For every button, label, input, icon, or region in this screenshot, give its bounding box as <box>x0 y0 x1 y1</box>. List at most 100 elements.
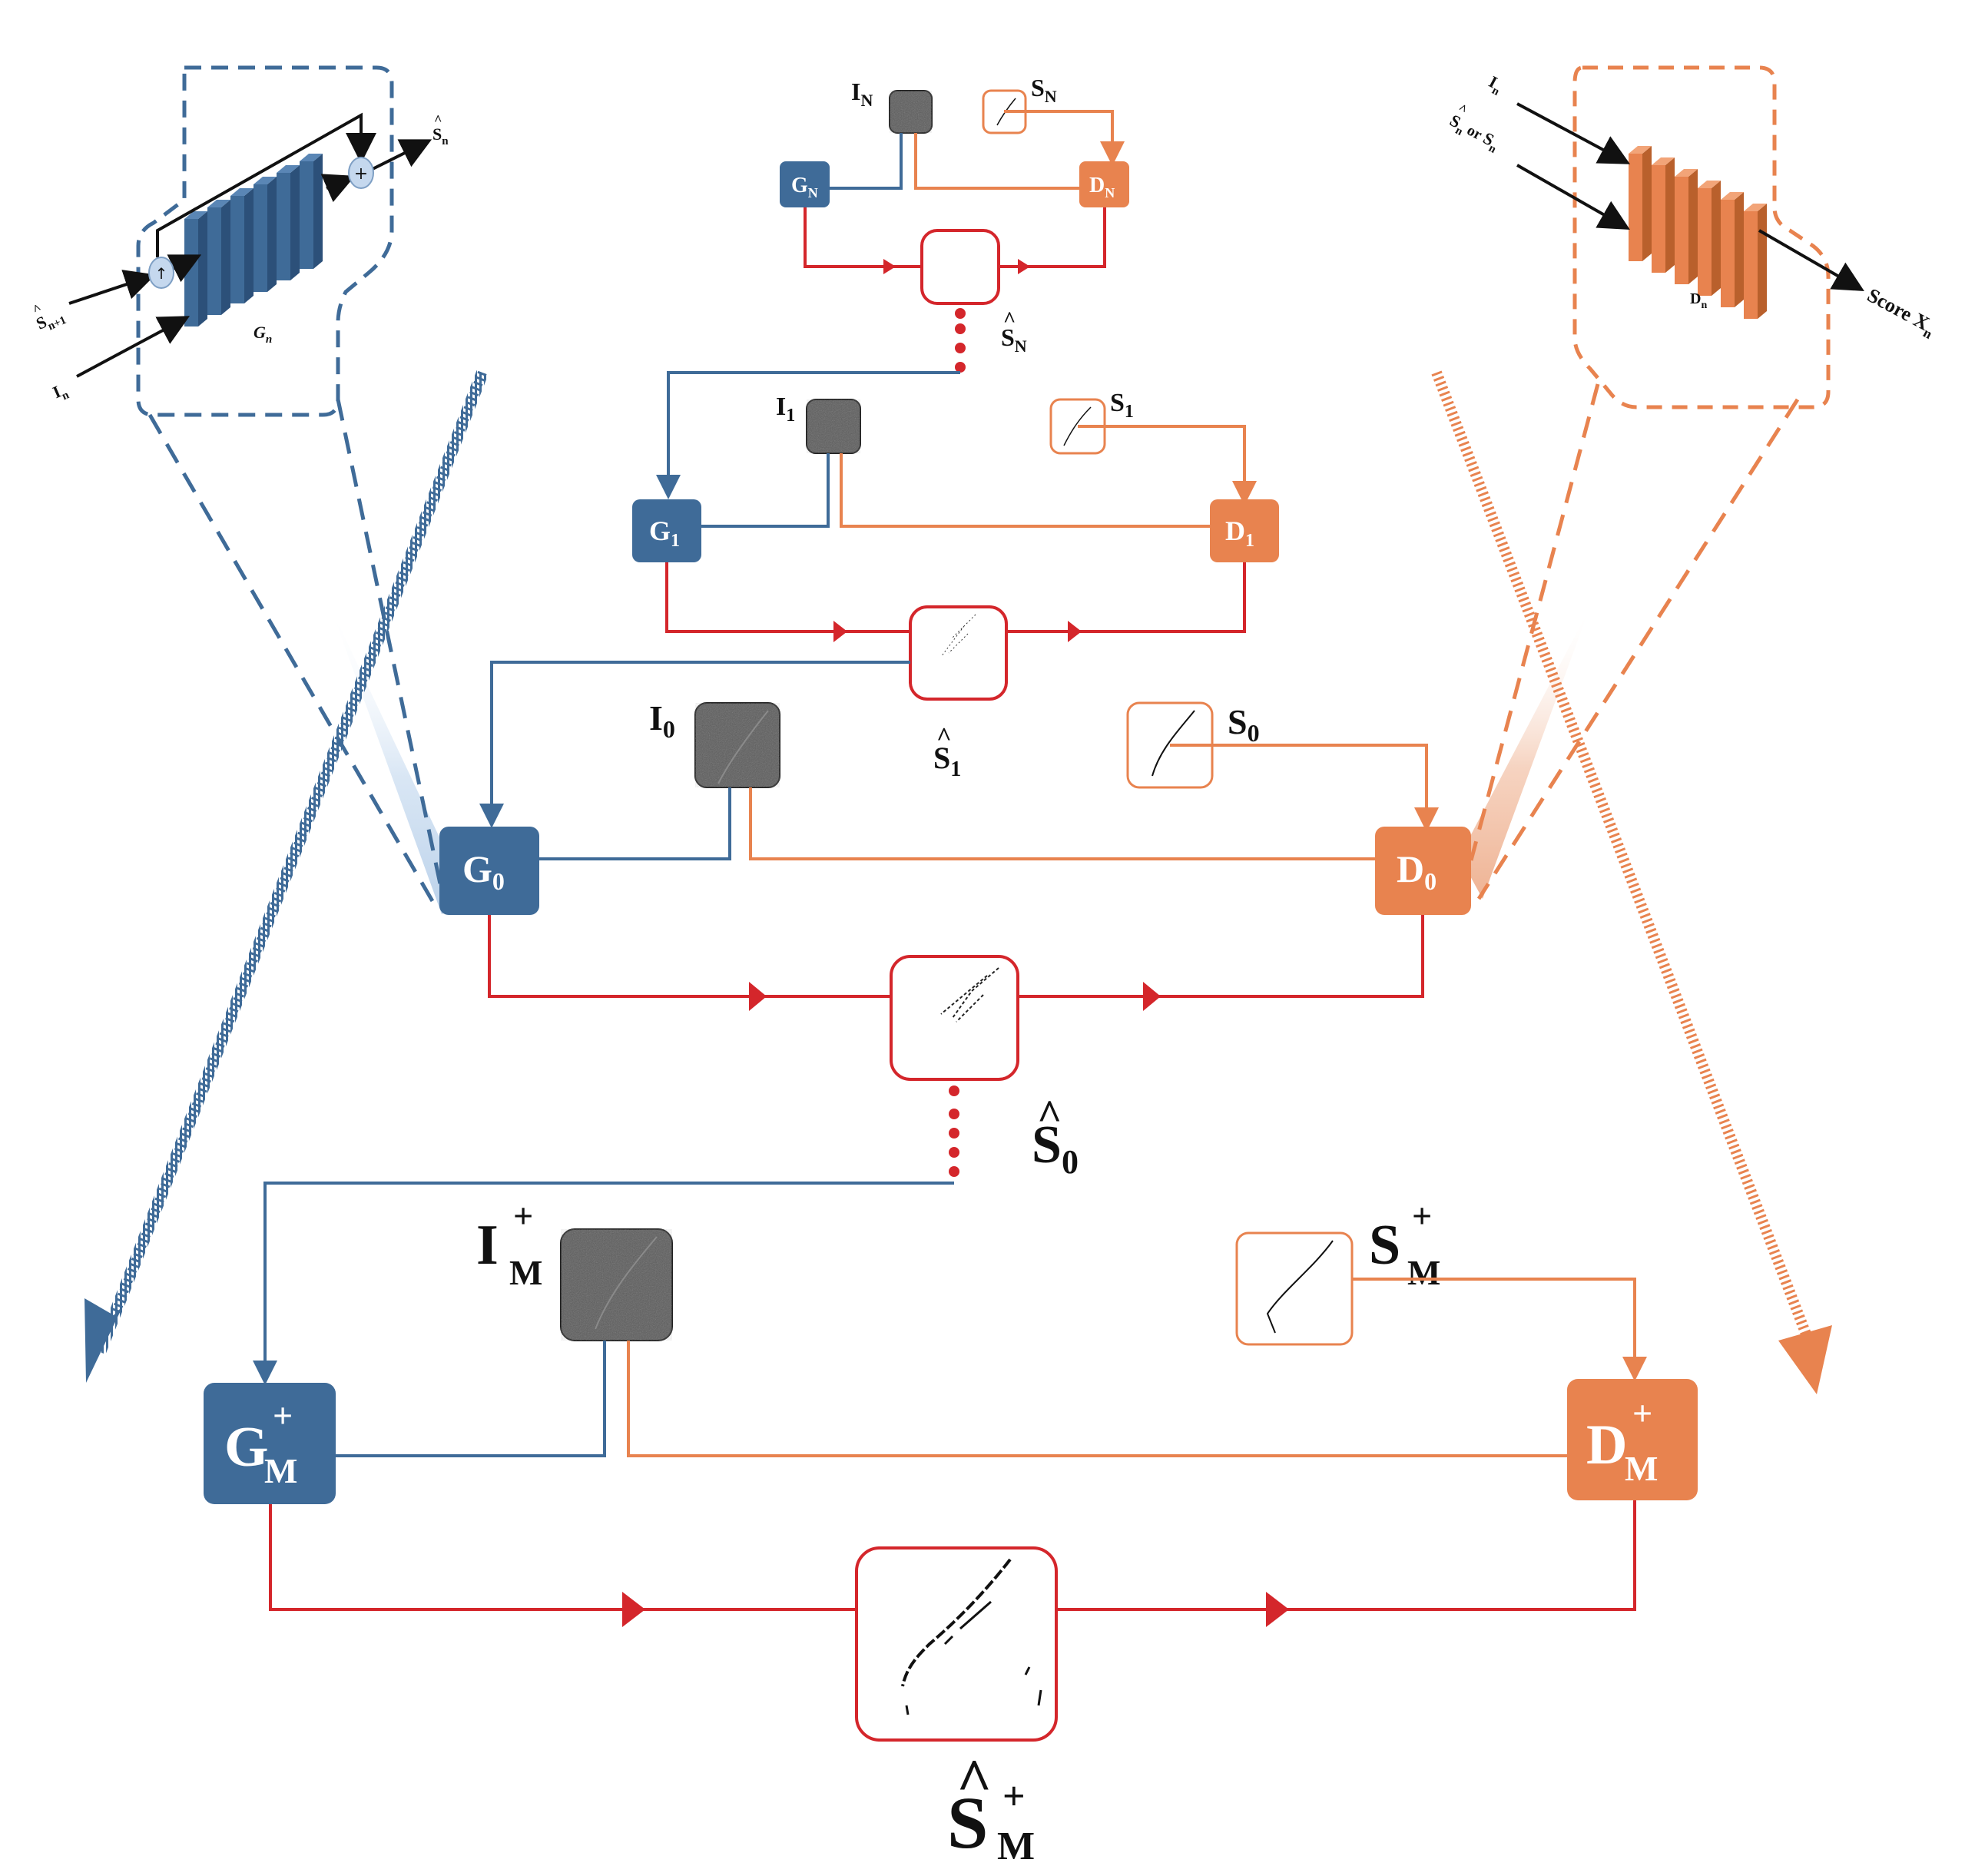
upsample-symbol: ↑ <box>155 264 168 283</box>
discriminator-input-s-label: Sn or Sn ^ <box>1445 101 1503 157</box>
discriminator-zoom-leader-left <box>1469 383 1600 861</box>
generator-block-m-plus: G M + <box>204 1383 336 1504</box>
generator-block-n: GN <box>780 161 830 207</box>
discriminator-output-label: Score Xn <box>1862 283 1940 342</box>
discriminator-input-i-label: In <box>1484 71 1507 98</box>
generator-input-i-arrow <box>76 316 191 378</box>
svg-text:S: S <box>1369 1214 1400 1277</box>
svg-text:Sn or Sn: Sn or Sn <box>1445 111 1503 157</box>
image-i-0 <box>694 702 780 788</box>
label-i-0: I0 <box>649 698 675 743</box>
image-s-m-plus <box>1235 1231 1354 1346</box>
svg-text:M: M <box>1625 1449 1658 1488</box>
stage-ellipsis-0 <box>949 1085 959 1177</box>
label-i-1: I1 <box>776 393 795 426</box>
generator-conv-stack <box>184 154 323 326</box>
svg-text:+: + <box>513 1196 533 1235</box>
svg-text:^: ^ <box>30 300 44 318</box>
svg-text:D1: D1 <box>1225 515 1254 551</box>
generator-block-label: Gn <box>254 323 272 346</box>
output-s-hat-n <box>920 229 1000 305</box>
discriminator-conv-stack <box>1629 146 1767 319</box>
generator-zoom-leader-right <box>336 399 444 892</box>
generator-to-add-arrow <box>320 174 356 203</box>
svg-text:+: + <box>1412 1196 1432 1235</box>
discriminator-input-s-arrow <box>1516 164 1630 230</box>
output-s-hat-m-plus <box>855 1546 1058 1742</box>
upsample-node: ↑ <box>148 257 174 289</box>
output-s-hat-0 <box>890 955 1019 1081</box>
label-s-m-plus: S M + <box>1369 1196 1440 1292</box>
generator-scale-arrow <box>85 370 489 1383</box>
svg-text:+: + <box>273 1396 293 1435</box>
svg-text:Sn: Sn <box>432 124 449 147</box>
svg-text:^: ^ <box>434 112 442 128</box>
generator-input-i-label: In <box>50 379 71 406</box>
label-s-hat-0: S0 ^ <box>1032 1092 1079 1181</box>
svg-text:GN: GN <box>791 174 818 201</box>
label-s-hat-m-plus: S M + ^ <box>947 1748 1035 1868</box>
svg-text:M: M <box>509 1253 542 1292</box>
discriminator-output-arrow <box>1758 229 1864 291</box>
add-symbol: + <box>354 164 368 184</box>
discriminator-block-n: DN <box>1079 161 1129 207</box>
svg-text:G: G <box>224 1416 269 1479</box>
svg-text:^: ^ <box>936 723 952 751</box>
discriminator-block-m-plus: D M + <box>1567 1379 1698 1500</box>
generator-zoom-leader-left <box>147 413 440 912</box>
generator-output-arrow <box>372 139 432 171</box>
generator-block-0: G0 <box>439 827 539 915</box>
stage-m-plus: I M + S M + G M + D M + <box>204 1196 1698 1868</box>
image-i-1 <box>806 399 861 454</box>
generator-zoom-frame <box>136 65 394 417</box>
svg-text:S0: S0 <box>1032 1115 1079 1181</box>
label-s-0: S0 <box>1228 702 1260 747</box>
generator-zoom-panel: ↑ + Gn Sn+1 ^ In Sn ^ <box>30 65 489 1383</box>
svg-text:DN: DN <box>1089 174 1115 201</box>
discriminator-zoom-leader-right <box>1476 398 1800 900</box>
image-i-n <box>889 90 933 134</box>
generator-input-s-label: Sn+1 ^ <box>30 300 68 333</box>
generator-input-s-arrow <box>68 270 156 305</box>
discriminator-block-0: D0 <box>1375 827 1471 915</box>
discriminator-zoom-panel: Dn In Sn or Sn ^ Score Xn <box>1431 65 1940 1394</box>
svg-text:+: + <box>1002 1775 1026 1818</box>
svg-text:^: ^ <box>1003 308 1016 332</box>
generator-skip-path <box>156 112 376 257</box>
stage-n: IN SN GN DN SN ^ <box>656 74 1129 499</box>
svg-text:G1: G1 <box>649 515 680 551</box>
svg-text:SN: SN <box>1001 323 1027 356</box>
stage-1: I1 S1 G1 D1 S1 ^ <box>479 389 1279 828</box>
svg-text:M: M <box>997 1825 1035 1868</box>
svg-text:^: ^ <box>956 1748 992 1815</box>
svg-text:I: I <box>476 1214 499 1277</box>
svg-text:+: + <box>1632 1394 1652 1433</box>
svg-text:M: M <box>1407 1253 1440 1292</box>
image-i-m-plus <box>560 1228 673 1341</box>
label-s-hat-1: S1 ^ <box>933 723 961 781</box>
stage-0: I0 S0 G0 D0 S0 ^ <box>253 698 1471 1385</box>
label-s-1: S1 <box>1110 389 1134 422</box>
svg-text:D: D <box>1586 1414 1627 1477</box>
svg-text:G0: G0 <box>462 847 505 895</box>
svg-text:S1: S1 <box>933 741 961 781</box>
label-i-m-plus: I M + <box>476 1196 542 1292</box>
svg-text:^: ^ <box>1037 1092 1062 1139</box>
label-i-n: IN <box>851 78 873 110</box>
svg-text:S: S <box>947 1782 988 1864</box>
discriminator-block-1: D1 <box>1210 499 1279 562</box>
output-s-hat-1 <box>909 605 1008 701</box>
svg-text:M: M <box>264 1451 297 1490</box>
generator-upsampled-arrow <box>167 254 202 283</box>
generator-output-label: Sn ^ <box>432 112 449 147</box>
label-s-n: SN <box>1031 74 1057 106</box>
generator-block-1: G1 <box>632 499 701 562</box>
discriminator-input-i-arrow <box>1516 102 1631 164</box>
label-s-hat-n: SN ^ <box>1001 308 1027 356</box>
stage-ellipsis-n <box>955 308 966 373</box>
svg-text:D0: D0 <box>1397 847 1437 895</box>
discriminator-block-label: Dn <box>1690 290 1707 311</box>
discriminator-zoom-frame <box>1572 65 1831 409</box>
discriminator-scale-arrow <box>1431 370 1832 1394</box>
